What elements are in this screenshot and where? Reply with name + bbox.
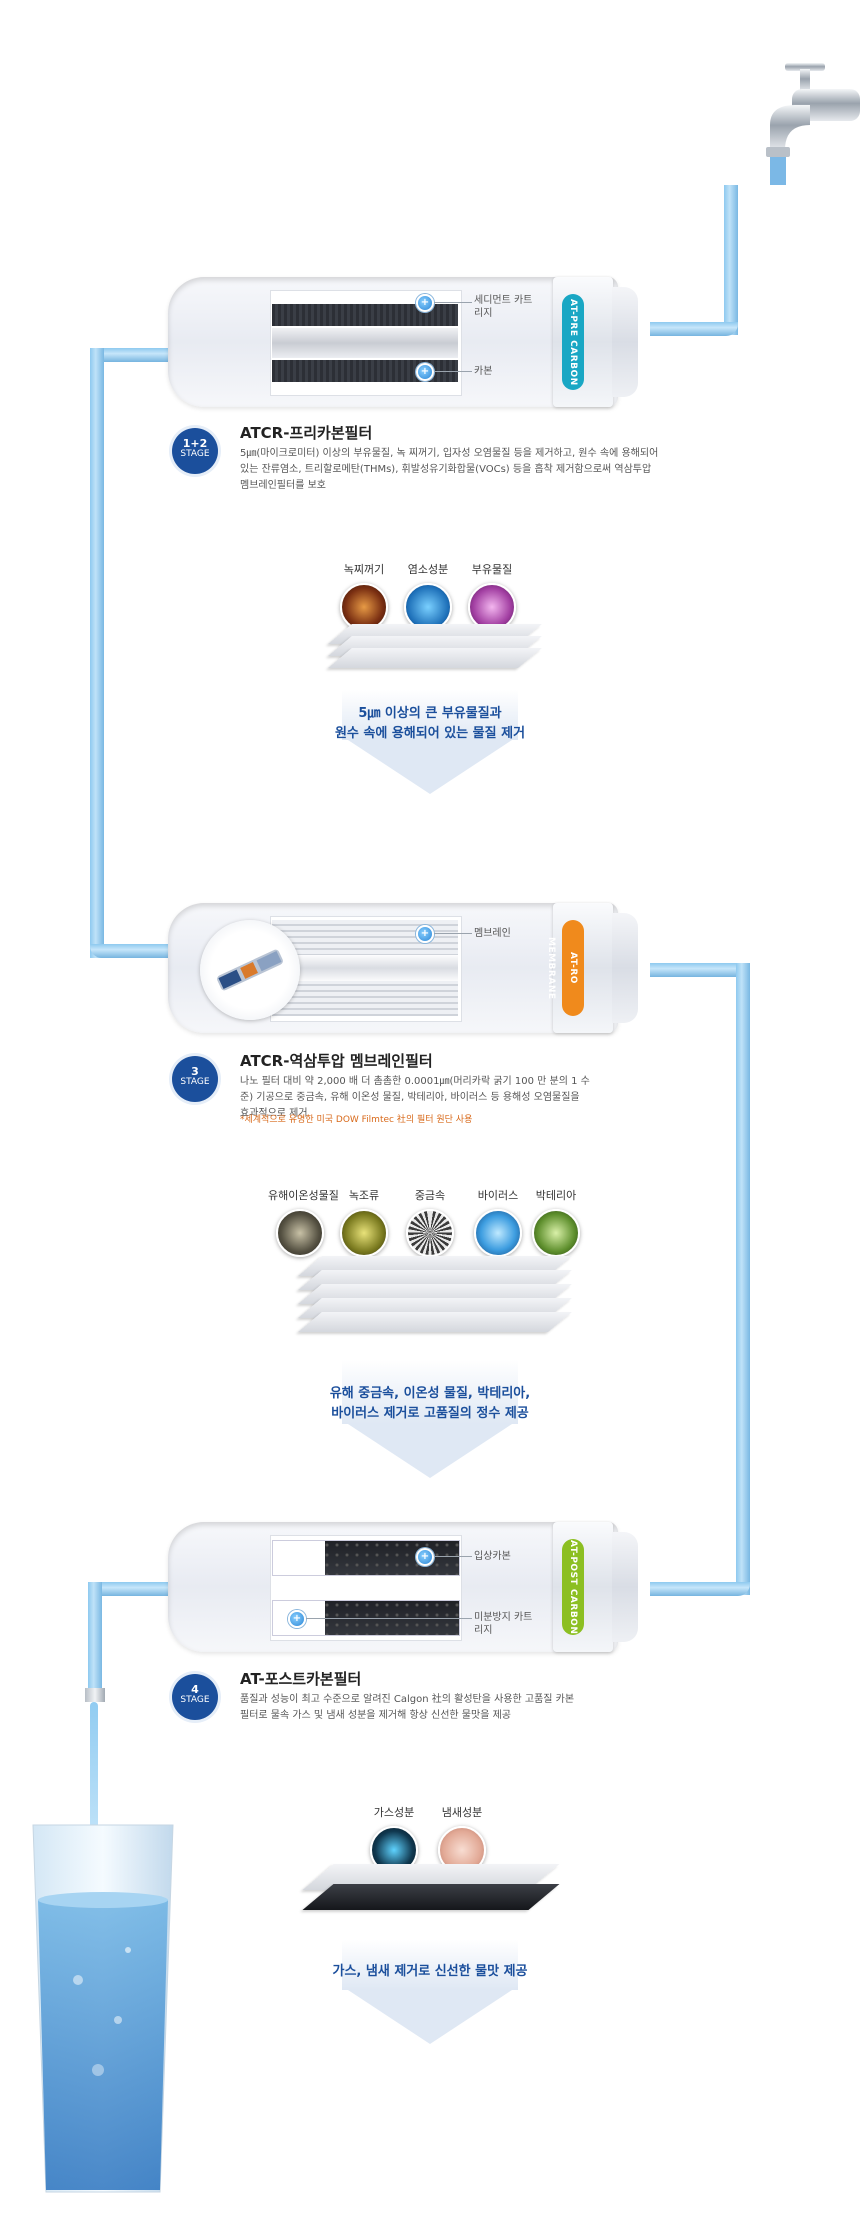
- part-label-carbon: 카본: [474, 366, 493, 377]
- prefilter-middle-layer: [272, 328, 458, 358]
- contaminant-suspended: 부유물질: [462, 561, 522, 631]
- leader-line: [306, 1618, 472, 1619]
- pipe-from-faucet: [724, 185, 738, 335]
- water-stream: [90, 1702, 98, 1902]
- algae-icon: [340, 1209, 388, 1257]
- membrane-cap-end: [612, 913, 638, 1023]
- carbon-layer: [272, 360, 458, 382]
- membrane-core: [272, 955, 458, 981]
- contaminant-ion: 유해이온성물질: [268, 1187, 339, 1257]
- prefilter-vertical-label: AT-PRE CARBON: [562, 294, 584, 390]
- pipe-left-down: [90, 348, 104, 958]
- flow-arrow-head: [348, 740, 512, 794]
- suspended-solid-icon: [468, 583, 516, 631]
- contaminant-bacteria: 박테리아: [526, 1187, 586, 1257]
- flow-arrow: [342, 690, 518, 740]
- faucet-icon: [740, 55, 860, 185]
- caption-line-1: 5㎛ 이상의 큰 부유물질과: [358, 706, 502, 721]
- pipe-membrane-out: [650, 963, 750, 977]
- membrane-title: ATCR-역삼투압 멤브레인필터: [240, 1052, 433, 1070]
- filter-layer: [328, 648, 542, 668]
- prefilter-description: 5㎛(마이크로미터) 이상의 부유물질, 녹 찌꺼기, 입자성 오염물질 등을 …: [240, 448, 659, 491]
- part-label-membrane: 멤브레인: [474, 928, 511, 939]
- caption-line-2: 원수 속에 용해되어 있는 물질 제거: [334, 726, 526, 741]
- granular-carbon-marker-icon: +: [416, 1548, 434, 1566]
- membrane-description: 나노 필터 대비 약 2,000 배 더 촘촘한 0.0001㎛(머리카락 굵기…: [240, 1076, 590, 1119]
- leader-line: [434, 933, 472, 934]
- contaminant-algae: 녹조류: [334, 1187, 394, 1257]
- part-label-anti-fines: 미분방지 카트리지: [474, 1612, 533, 1636]
- pipe-to-membrane: [90, 944, 180, 958]
- sediment-cartridge-layer: [272, 304, 458, 326]
- flow-arrow: [342, 1940, 518, 1990]
- pipe-to-postfilter: [650, 1582, 750, 1596]
- membrane-marker-icon: +: [416, 925, 434, 943]
- virus-icon: [474, 1209, 522, 1257]
- filter-layer: [298, 1312, 572, 1332]
- prefilter-title: ATCR-프리카본필터: [240, 424, 373, 442]
- sediment-marker-icon: +: [416, 294, 434, 312]
- carbon-marker-icon: +: [416, 363, 434, 381]
- caption-line-1: 유해 중금속, 이온성 물질, 박테리아,: [329, 1386, 531, 1401]
- pipe-postfilter-out: [88, 1582, 180, 1596]
- heavy-metal-icon: [406, 1209, 454, 1257]
- prefilter-cap-end: [612, 287, 638, 397]
- pipe-right-down: [736, 963, 750, 1595]
- pipe-nozzle: [85, 1688, 105, 1702]
- water-glass-icon: [28, 1820, 178, 2200]
- contaminant-chlorine: 염소성분: [398, 561, 458, 631]
- postfilter-title: AT-포스트카본필터: [240, 1670, 362, 1688]
- flow-arrow: [342, 1360, 518, 1424]
- postfilter-description: 품질과 성능이 최고 수준으로 알려진 Calgon 社의 활성탄을 사용한 고…: [240, 1694, 575, 1721]
- bacteria-icon: [532, 1209, 580, 1257]
- pipe-to-prefilter: [650, 322, 738, 336]
- carbon-filter-layer: [302, 1884, 560, 1910]
- leader-line: [434, 1556, 472, 1557]
- contaminant-virus: 바이러스: [468, 1187, 528, 1257]
- leader-line: [434, 302, 472, 303]
- flow-arrow-head: [348, 1424, 512, 1478]
- postfilter-caption: 가스, 냄새 제거로 신선한 물맛 제공: [280, 1962, 580, 1982]
- caption-line-1: 가스, 냄새 제거로 신선한 물맛 제공: [332, 1964, 528, 1979]
- postfilter-cap-end: [612, 1532, 638, 1642]
- anti-fines-marker-icon: +: [288, 1610, 306, 1628]
- membrane-note: *세계적으로 유명한 미국 DOW Filmtec 社의 필터 원단 사용: [240, 1115, 473, 1125]
- caption-line-2: 바이러스 제거로 고품질의 정수 제공: [331, 1406, 529, 1421]
- flow-arrow-head: [348, 1990, 512, 2044]
- ion-icon: [276, 1209, 324, 1257]
- membrane-roll-icon: [200, 920, 300, 1020]
- leader-line: [434, 371, 472, 372]
- contaminant-rust: 녹찌꺼기: [334, 561, 394, 631]
- membrane-vertical-label: AT-RO MEMBRANE: [546, 920, 584, 1016]
- part-label-sediment: 세디먼트 카트리지: [474, 295, 533, 319]
- contaminant-heavy-metal: 중금속: [400, 1187, 460, 1257]
- postfilter-vertical-label: AT-POST CARBON: [562, 1539, 584, 1635]
- part-label-granular-carbon: 입상카본: [474, 1551, 511, 1562]
- prefilter-caption: 5㎛ 이상의 큰 부유물질과 원수 속에 용해되어 있는 물질 제거: [290, 704, 570, 744]
- membrane-caption: 유해 중금속, 이온성 물질, 박테리아, 바이러스 제거로 고품질의 정수 제…: [270, 1384, 590, 1424]
- pipe-to-glass: [88, 1582, 102, 1692]
- pipe-prefilter-out: [90, 348, 180, 362]
